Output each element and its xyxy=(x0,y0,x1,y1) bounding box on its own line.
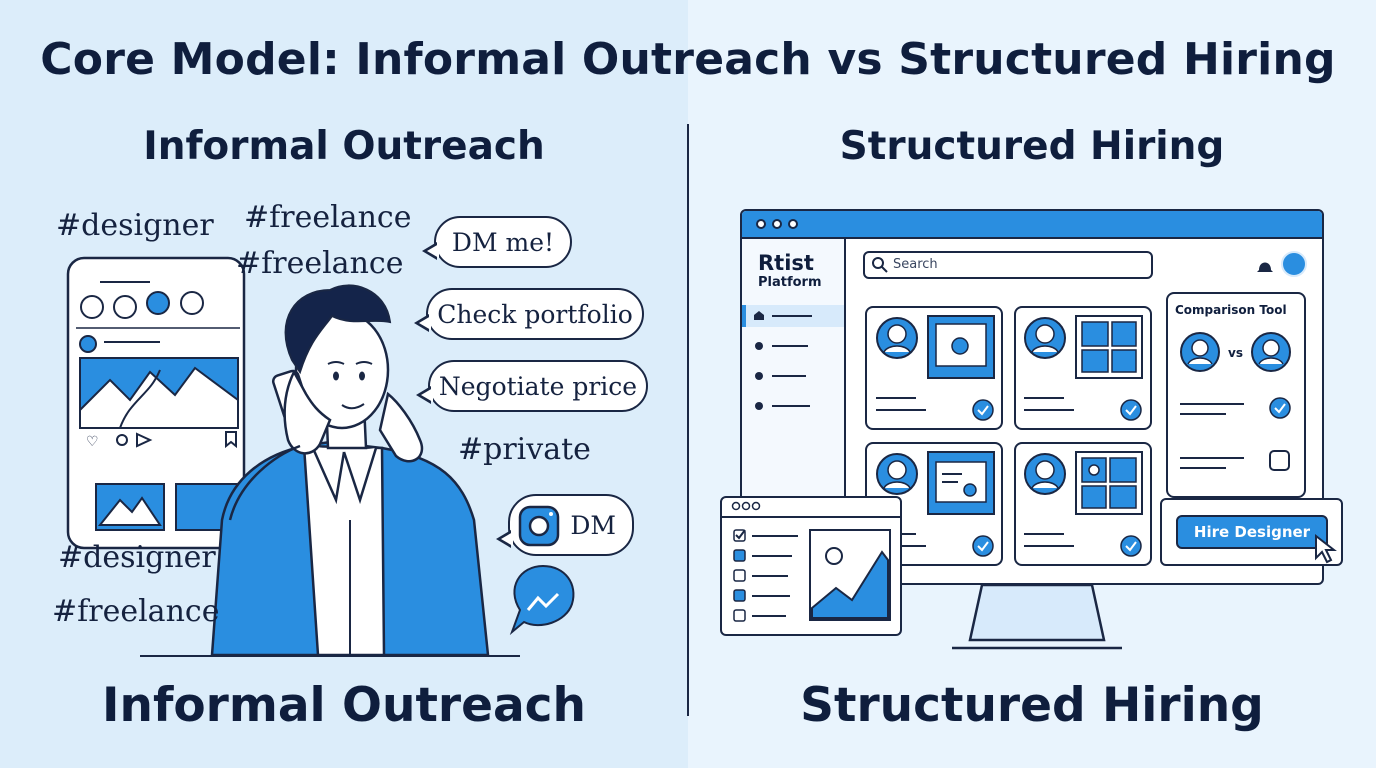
window-dot xyxy=(756,219,766,229)
compare-checkbox xyxy=(1269,450,1290,471)
checkmark-icon xyxy=(972,399,994,421)
bubble-instagram-dm: DM xyxy=(496,494,634,556)
window-dot xyxy=(772,219,782,229)
task-item xyxy=(733,569,746,582)
avatar xyxy=(1281,251,1307,277)
checkmark-icon xyxy=(972,535,994,557)
sidebar-item xyxy=(755,372,763,380)
bubble-dm-me: DM me! xyxy=(422,216,572,268)
gear-icon xyxy=(1088,464,1100,476)
right-heading: Structured Hiring xyxy=(839,124,1225,169)
task-item xyxy=(733,589,746,602)
hire-designer-button[interactable]: Hire Designer xyxy=(1176,515,1328,549)
task-item xyxy=(733,549,746,562)
bubble-negotiate-price: Negotiate price xyxy=(416,360,648,412)
hashtag-freelance: #freelance xyxy=(236,246,404,281)
task-item xyxy=(733,609,746,622)
bell-icon xyxy=(1257,262,1273,272)
comparison-title: Comparison Tool xyxy=(1175,303,1287,317)
sidebar-item xyxy=(755,402,763,410)
search-placeholder: Search xyxy=(893,257,938,272)
brand-subtitle: Platform xyxy=(758,275,822,290)
checkmark-icon xyxy=(1269,397,1291,419)
vs-label: vs xyxy=(1228,346,1243,360)
person-on-phone xyxy=(140,284,520,657)
svg-text:♡: ♡ xyxy=(86,434,99,450)
hashtag-designer: #designer xyxy=(58,540,216,575)
home-icon xyxy=(754,311,764,320)
hashtag-freelance: #freelance xyxy=(244,200,412,235)
social-feed-phone: ♡ xyxy=(66,256,246,550)
messenger-icon xyxy=(509,564,575,636)
hashtag-private: #private xyxy=(458,432,591,467)
left-heading: Informal Outreach xyxy=(143,124,545,169)
right-footer-title: Structured Hiring xyxy=(800,678,1264,733)
window-dot xyxy=(788,219,798,229)
hashtag-designer: #designer xyxy=(56,208,214,243)
hashtag-freelance: #freelance xyxy=(52,594,220,629)
checkbox-checked xyxy=(733,529,746,542)
center-divider xyxy=(687,124,689,716)
sidebar-item xyxy=(755,342,763,350)
left-footer-title: Informal Outreach xyxy=(102,678,586,733)
page-title: Core Model: Informal Outreach vs Structu… xyxy=(40,34,1336,85)
checkmark-icon xyxy=(1120,399,1142,421)
search-input[interactable] xyxy=(863,251,1153,279)
search-icon xyxy=(872,257,888,273)
brand-name: Rtist xyxy=(758,251,814,275)
checkmark-icon xyxy=(1120,535,1142,557)
bubble-check-portfolio: Check portfolio xyxy=(414,288,644,340)
outreach-illustration: ♡ xyxy=(66,256,575,657)
window-titlebar xyxy=(742,211,1322,239)
